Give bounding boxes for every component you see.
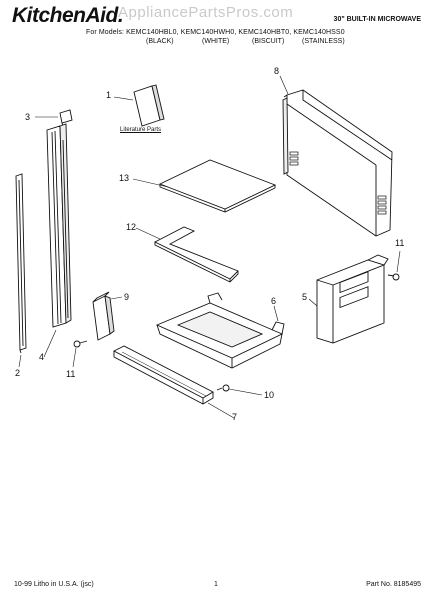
flat-panel-part xyxy=(158,159,277,213)
back-bracket-part xyxy=(316,254,389,344)
product-title: 30" BUILT-IN MICROWAVE xyxy=(333,16,421,23)
l-trim-part xyxy=(154,226,239,283)
callout-10: 10 xyxy=(264,390,275,400)
front-trim-bar-part xyxy=(113,345,214,405)
literature-parts-label: Literature Parts xyxy=(120,127,162,133)
vertical-strip-part xyxy=(15,173,27,354)
callout-1: 1 xyxy=(106,90,112,100)
callout-5: 5 xyxy=(302,292,308,302)
color-white: (WHITE) xyxy=(202,38,230,45)
footer-page-number: 1 xyxy=(214,581,218,588)
side-panel-part xyxy=(282,89,393,237)
callout-7: 7 xyxy=(232,412,238,422)
bottom-tray-part xyxy=(155,292,285,369)
footer-litho: 10-99 Litho in U.S.A. (jsc) xyxy=(14,581,94,588)
literature-booklet xyxy=(133,84,165,127)
watermark: AppliancePartsPros.com xyxy=(118,4,294,21)
callout-8: 8 xyxy=(274,66,280,76)
callout-4: 4 xyxy=(39,352,45,362)
color-black: (BLACK) xyxy=(146,38,174,45)
screw-part-10 xyxy=(216,384,230,392)
footer-part-number: Part No. 8185495 xyxy=(366,581,421,588)
small-bracket-part xyxy=(92,291,115,341)
callout-12: 12 xyxy=(126,222,137,232)
screw-right xyxy=(387,273,400,281)
color-biscuit: (BISCUIT) xyxy=(252,38,285,45)
callout-2: 2 xyxy=(15,368,21,378)
callout-13: 13 xyxy=(119,173,130,183)
callout-3: 3 xyxy=(25,112,31,122)
callout-11-right: 11 xyxy=(395,238,405,248)
callout-11-left: 11 xyxy=(66,369,76,379)
screw-left xyxy=(73,340,88,348)
callout-9: 9 xyxy=(124,292,130,302)
callout-6: 6 xyxy=(271,296,277,306)
color-stainless: (STAINLESS) xyxy=(302,38,345,45)
models-line: For Models: KEMC140HBL0, KEMC140HWH0, KE… xyxy=(86,29,345,36)
kitchenaid-logo: KitchenAid. xyxy=(12,4,124,27)
side-trim-part xyxy=(46,123,72,328)
